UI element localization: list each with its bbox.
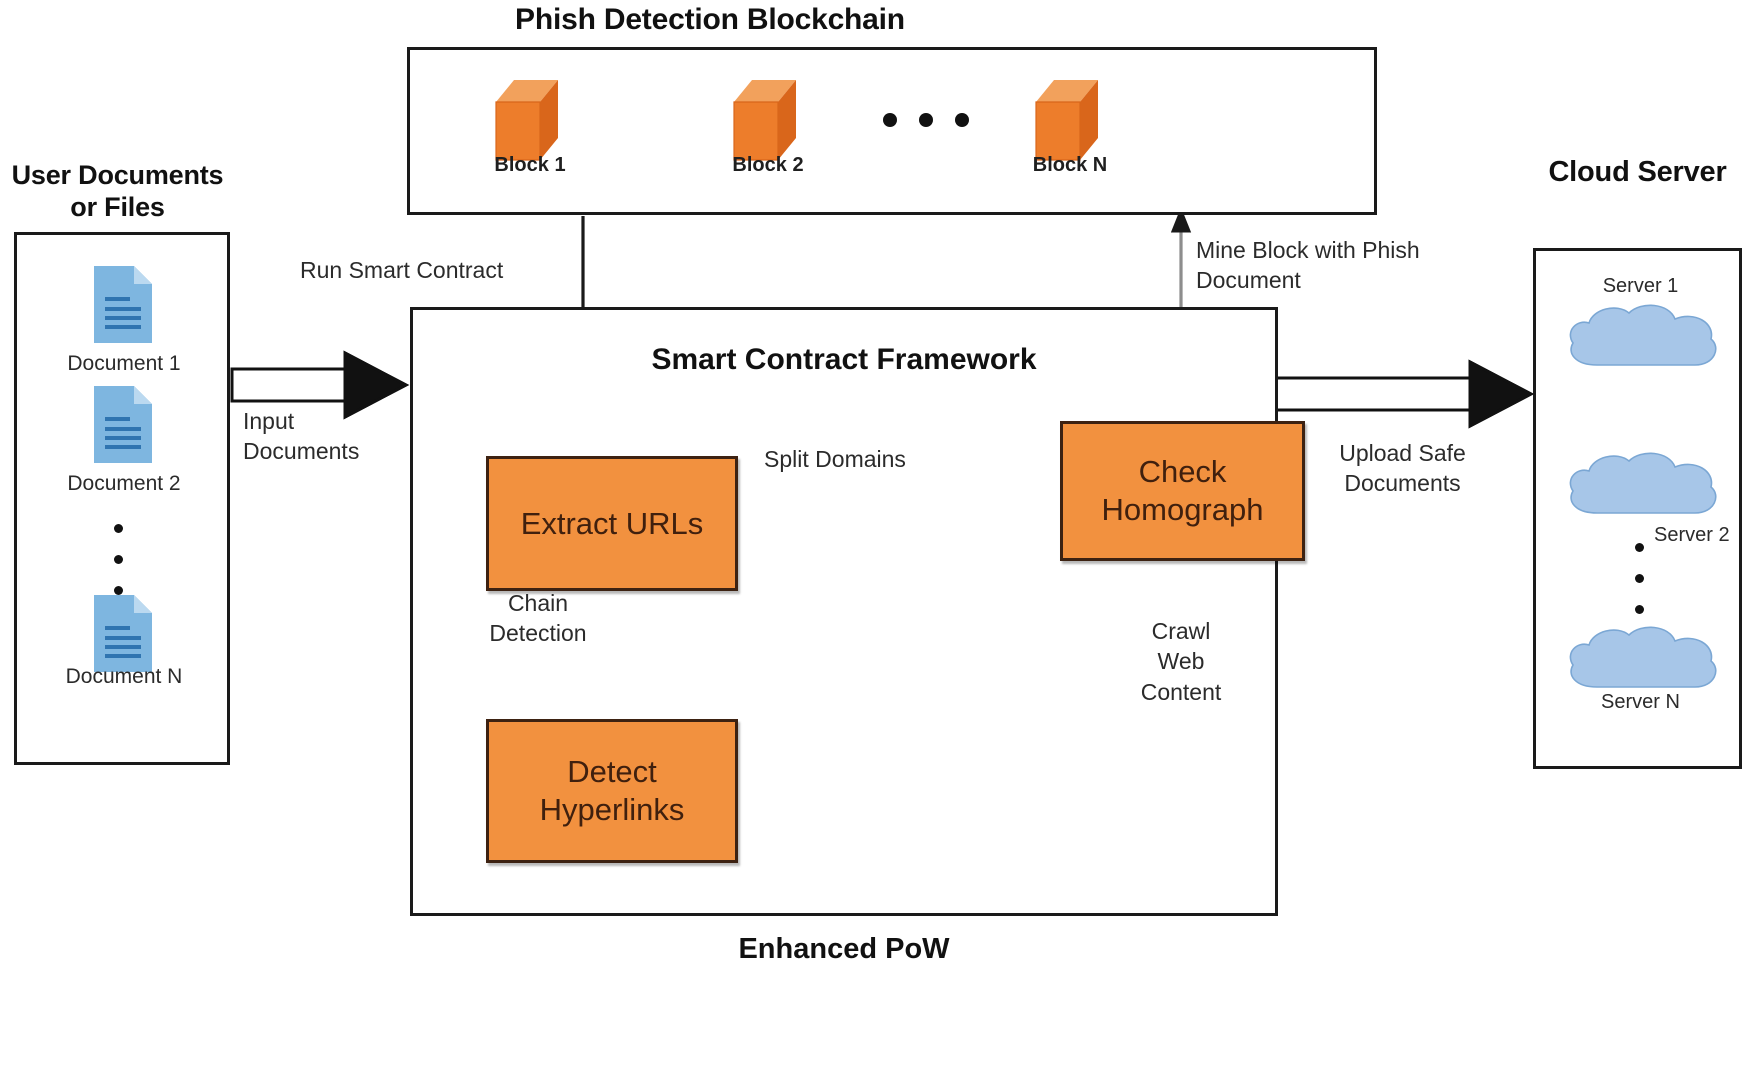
block-2-label: Block 2	[732, 154, 804, 176]
edge-label-run-smart-contract: Run Smart Contract	[300, 257, 504, 283]
figure-bottom-caption: Enhanced PoW	[738, 933, 950, 965]
block-1-cube	[495, 80, 558, 161]
documents-panel: Document 1 Document 2	[14, 232, 230, 765]
documents-ellipsis	[114, 524, 123, 617]
cloud-server-panel: Server 1 Server 2 Server N	[1533, 248, 1742, 769]
server-1-label: Server 1	[1602, 275, 1679, 297]
extract-urls-label: Extract URLs	[520, 505, 704, 541]
cloud-ellipsis	[1635, 543, 1644, 636]
block-1-label: Block 1	[494, 154, 566, 176]
check-homograph-label-line1: Check	[1138, 454, 1227, 490]
smart-contract-framework-panel: Smart Contract Framework Extract URLs Ch…	[410, 307, 1305, 916]
edge-label-upload-safe-documents: Upload Safe Documents	[1339, 440, 1466, 497]
block-n-cube	[1035, 80, 1098, 161]
edge-label-crawl-web-content: Crawl Web Content	[1140, 618, 1222, 705]
detect-hyperlinks-label-line2: Hyperlinks	[539, 792, 685, 827]
block-n-label: Block N	[1032, 154, 1108, 176]
document-n-label: Document N	[65, 665, 183, 688]
document-2-icon	[94, 386, 152, 463]
detect-hyperlinks-label-line1: Detect	[567, 754, 657, 790]
document-1-icon	[94, 266, 152, 343]
edge-label-input-documents: Input Documents	[243, 408, 360, 465]
document-1-label: Document 1	[67, 352, 181, 375]
cloud-panel-title: Cloud Server	[1548, 156, 1727, 188]
blockchain-panel-title: Phish Detection Blockchain	[515, 3, 905, 36]
server-n-label: Server N	[1601, 691, 1680, 713]
blockchain-ellipsis	[883, 113, 969, 127]
server-2-label: Server 2	[1654, 524, 1730, 546]
edge-label-split-domains: Split Domains	[764, 446, 906, 472]
blockchain-panel: Block 1 Block 2 Block N	[407, 47, 1377, 215]
edge-label-chain-detection: Chain Detection	[489, 590, 587, 647]
document-2-label: Document 2	[67, 472, 181, 495]
server-n-cloud-icon	[1569, 626, 1717, 688]
edge-label-mine-block: Mine Block with Phish Document	[1196, 237, 1420, 294]
check-homograph-label-line2: Homograph	[1101, 492, 1264, 527]
extract-urls-box[interactable]: Extract URLs	[486, 456, 738, 591]
document-n-icon	[94, 595, 152, 672]
block-2-cube	[733, 80, 796, 161]
detect-hyperlinks-box[interactable]: Detect Hyperlinks	[486, 719, 738, 863]
edge-upload-safe-documents	[1242, 359, 1535, 429]
documents-panel-title: User Documents or Files	[11, 160, 224, 222]
server-1-cloud-icon	[1569, 304, 1717, 366]
framework-title: Smart Contract Framework	[651, 343, 1037, 376]
server-2-cloud-icon	[1569, 452, 1717, 514]
check-homograph-box[interactable]: Check Homograph	[1060, 421, 1305, 561]
